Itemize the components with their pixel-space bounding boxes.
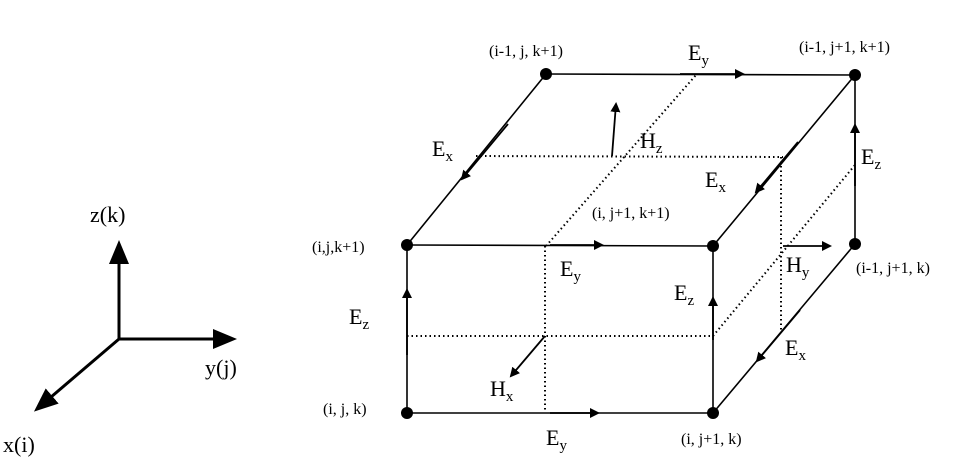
- arrow-hx: [509, 335, 546, 378]
- node-label-top-back-left: (i-1, j, k+1): [489, 43, 563, 60]
- label-ey-bottom: Ey: [546, 425, 567, 454]
- label-hz: Hz: [640, 128, 663, 157]
- y-axis-label: y(j): [205, 355, 237, 380]
- x-axis-arrow: [33, 337, 120, 412]
- field-labels: Ey Hz Ex Ez Ex Ey Hy Ez Ez Ex Hx Ey: [349, 40, 881, 454]
- arrow-ex-bottom-right: [755, 309, 801, 363]
- arrow-ex-top-right: [754, 141, 799, 194]
- label-ex-top-right: Ex: [705, 167, 726, 196]
- label-ez-front-right: Ez: [674, 280, 694, 309]
- node-label-bottom-front-left: (i, j, k): [323, 401, 367, 418]
- label-hy: Hy: [786, 252, 810, 281]
- node-label-top-front-left: (i,j,k+1): [312, 239, 365, 256]
- x-axis-label: x(i): [3, 432, 35, 457]
- node-bottom-front-right: [707, 407, 719, 419]
- cube-edges: [406, 73, 856, 414]
- label-hx: Hx: [490, 376, 514, 405]
- arrow-hz: [610, 102, 621, 157]
- cell-midlines: [407, 74, 856, 413]
- field-arrows: [402, 69, 860, 418]
- node-labels: (i-1, j, k+1) (i-1, j+1, k+1) (i,j,k+1) …: [312, 39, 930, 448]
- midline-right-diagonal: [712, 164, 856, 337]
- midline-top-y: [545, 74, 697, 247]
- edge-top-right: [712, 74, 856, 247]
- label-ey-top-back: Ey: [688, 40, 709, 69]
- node-label-bottom-back-right: (i-1, j+1, k): [856, 260, 930, 277]
- node-label-top-back-right: (i-1, j+1, k+1): [799, 39, 890, 56]
- grid-nodes: [401, 68, 861, 419]
- label-ez-front-left: Ez: [349, 304, 369, 333]
- node-top-back-left: [540, 68, 552, 80]
- arrow-ex-top-left: [460, 123, 509, 181]
- label-ex-top-left: Ex: [432, 136, 453, 165]
- midline-top-x: [475, 155, 784, 158]
- label-ez-back-right: Ez: [861, 144, 881, 173]
- node-top-front-right: [707, 240, 719, 252]
- label-ex-bottom-right: Ex: [785, 335, 806, 364]
- coordinate-axes: z(k) y(j) x(i): [3, 202, 237, 457]
- node-bottom-front-left: [401, 407, 413, 419]
- edge-top-left: [406, 73, 547, 246]
- node-bottom-back-right: [849, 238, 861, 250]
- node-top-back-right: [849, 69, 861, 81]
- node-label-bottom-front-right: (i, j+1, k): [681, 431, 742, 448]
- node-top-front-left: [401, 239, 413, 251]
- node-label-top-front-right: (i, j+1, k+1): [592, 205, 670, 222]
- label-ey-top-front: Ey: [560, 256, 581, 285]
- z-axis-label: z(k): [90, 202, 125, 227]
